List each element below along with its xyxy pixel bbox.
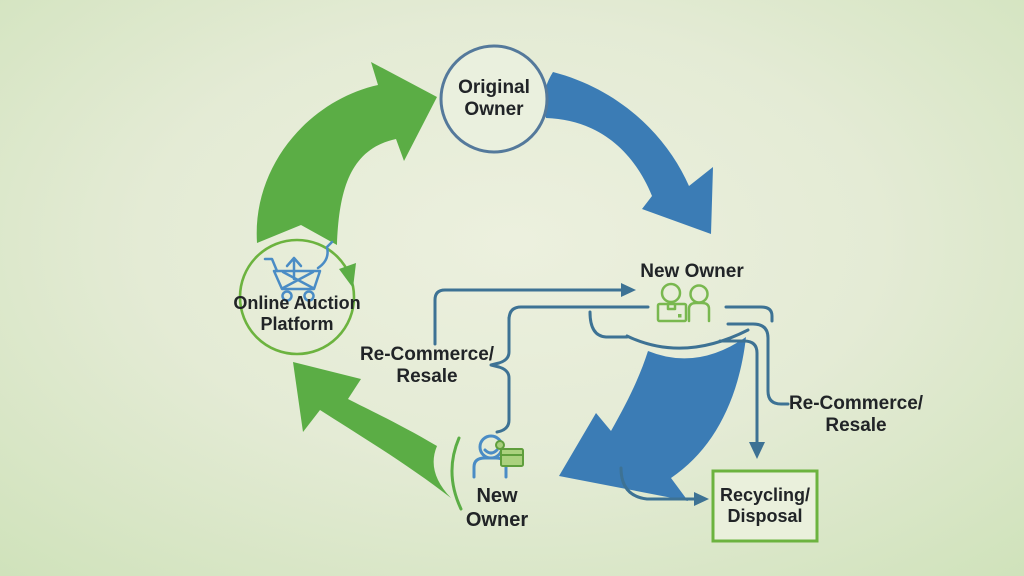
recommerce-right-label: Re-Commerce/ Resale bbox=[789, 393, 923, 438]
recommerce-left-label: Re-Commerce/ Resale bbox=[360, 344, 494, 389]
line-branch-to-smile bbox=[588, 310, 629, 339]
new-owner-mid-label: New Owner bbox=[640, 261, 743, 283]
green-arrow-new-owner-to-platform-icon bbox=[293, 362, 451, 498]
line-recommerce-left-to-new-owner bbox=[433, 288, 624, 346]
recommerce-left-line2: Resale bbox=[396, 366, 458, 388]
arrowhead-to-recycling-top-icon bbox=[749, 442, 765, 459]
cart-with-up-arrow-icon bbox=[263, 240, 334, 302]
two-people-with-package-icon bbox=[656, 282, 711, 323]
recycling-line1: Recycling/ bbox=[719, 485, 811, 505]
original-owner-line1: Original bbox=[458, 77, 530, 98]
recycling-disposal-label: Recycling/ Disposal bbox=[720, 485, 810, 527]
arrowhead-to-new-owner-icon bbox=[621, 283, 636, 297]
blue-smile-arc bbox=[625, 328, 750, 350]
line-new-owner-to-recommerce-right bbox=[726, 322, 790, 406]
line-brace-vertical bbox=[489, 316, 511, 434]
recommerce-right-line2: Resale bbox=[825, 415, 887, 437]
line-brace-horizontal bbox=[507, 305, 774, 323]
blue-arrow-new-owner-to-new-owner-icon bbox=[559, 337, 746, 501]
line-arrow-to-recycling-left bbox=[619, 466, 697, 501]
line-new-owner-to-recycling bbox=[718, 339, 759, 445]
arrowhead-to-recycling-left-icon bbox=[694, 492, 709, 506]
original-owner-circle bbox=[439, 44, 549, 154]
platform-line1: Online Auction bbox=[233, 293, 361, 313]
platform-circle-arrowhead-icon bbox=[339, 263, 356, 288]
new-owner-bottom-label: New Owner bbox=[466, 485, 528, 532]
platform-line2: Platform bbox=[260, 314, 334, 335]
recycling-disposal-box bbox=[711, 469, 819, 543]
platform-label: Online Auction Platform bbox=[233, 293, 360, 335]
person-holding-package-icon bbox=[472, 434, 524, 479]
recommerce-right-line1: Re-Commerce/ bbox=[788, 393, 924, 414]
blue-arrow-original-owner-to-new-owner-icon bbox=[543, 72, 713, 234]
green-arrow-platform-to-original-owner-icon bbox=[256, 62, 437, 245]
recycling-line2: Disposal bbox=[727, 506, 803, 527]
platform-circle bbox=[238, 238, 356, 356]
recommerce-left-line1: Re-Commerce/ bbox=[359, 344, 495, 365]
new-owner-bottom-line2: Owner bbox=[465, 508, 529, 531]
new-owner-bottom-line1: New bbox=[476, 485, 518, 507]
original-owner-line2: Owner bbox=[464, 99, 524, 121]
green-echo-arc bbox=[450, 436, 463, 511]
original-owner-label: Original Owner bbox=[458, 77, 530, 122]
new-owner-mid-text: New Owner bbox=[640, 261, 744, 282]
